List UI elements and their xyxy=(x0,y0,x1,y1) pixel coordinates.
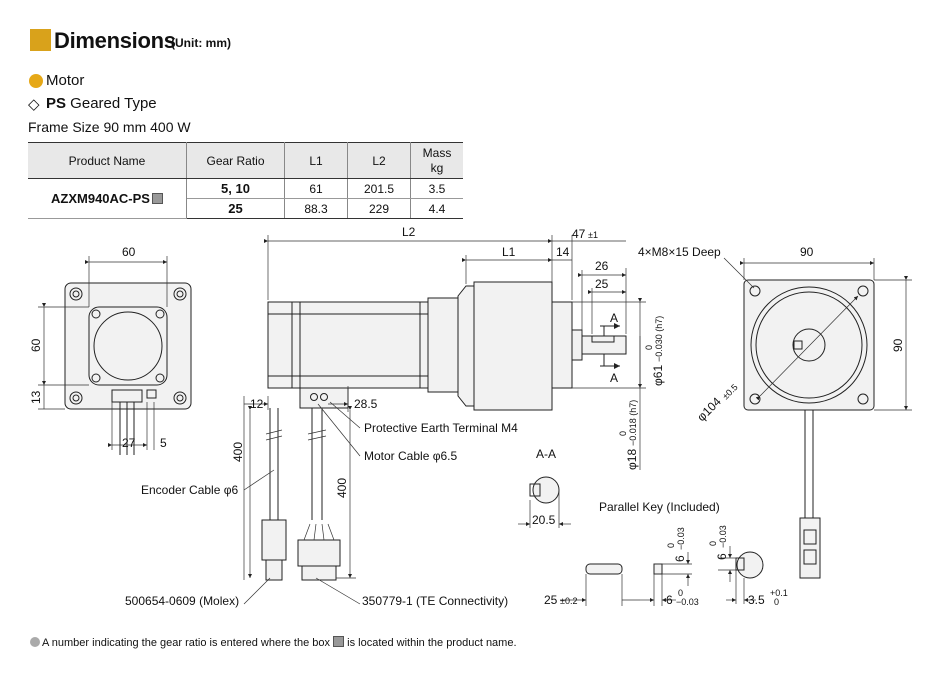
page-title: Dimensions xyxy=(54,28,176,53)
motor-label: Motor xyxy=(46,72,85,89)
pe-terminal-label: Protective Earth Terminal M4 xyxy=(364,421,518,435)
dim-key-3-5-tol-bot: 0 xyxy=(774,597,779,607)
dim-phi18-tol: −0.018 (h7) xyxy=(628,400,638,446)
table-row: 25 88.3 229 4.4 xyxy=(28,198,463,219)
unit-label: (Unit: mm) xyxy=(171,36,231,50)
flange-holes-label: 4×M8×15 Deep xyxy=(638,245,721,259)
section-aa xyxy=(518,476,571,528)
dim-14: 14 xyxy=(556,245,570,259)
motor-cable-label: Motor Cable φ6.5 xyxy=(364,449,457,463)
connector-te-label: 350779-1 (TE Connectivity) xyxy=(362,594,508,608)
motor-bullet-icon xyxy=(29,74,43,88)
dim-phi18-tol-top: 0 xyxy=(618,431,628,436)
dim-key-6b: 6 xyxy=(666,593,673,607)
diamond-icon: ◇ xyxy=(28,96,40,113)
dim-l1: L1 xyxy=(502,245,516,259)
dim-phi104: φ104 xyxy=(694,394,724,424)
dim-front-width: 60 xyxy=(122,245,136,259)
gear-ratio-cell: 25 xyxy=(186,198,285,219)
dim-front-5: 5 xyxy=(160,436,167,450)
dim-aa-20-5: 20.5 xyxy=(532,513,556,527)
dim-phi61: φ61 xyxy=(651,365,665,386)
side-view xyxy=(261,281,627,581)
dim-phi61-tol-top: 0 xyxy=(644,345,654,350)
header-accent-square xyxy=(30,29,51,51)
dim-key-25-tol: ±0.2 xyxy=(560,596,577,606)
section-a-bottom: A xyxy=(610,371,618,385)
gear-ratio-box-icon xyxy=(151,193,163,204)
dim-key-3-5-tol-top: +0.1 xyxy=(770,588,788,598)
dim-key-25: 25 xyxy=(544,593,558,607)
col-header: Mass kg xyxy=(410,142,463,179)
mass-cell: 4.4 xyxy=(410,198,463,219)
gear-ratio-box-icon xyxy=(333,636,345,647)
col-header: Product Name xyxy=(28,142,187,179)
col-header: L2 xyxy=(347,142,411,179)
type-bold: PS xyxy=(46,95,67,112)
col-header: L1 xyxy=(284,142,348,179)
frame-size-label: Frame Size 90 mm 400 W xyxy=(28,119,191,135)
dim-front-27: 27 xyxy=(122,436,136,450)
dim-phi104-tol: ±0.5 xyxy=(720,382,739,401)
dim-key-6c-tol-bot: −0.03 xyxy=(718,525,728,548)
front-view xyxy=(38,256,192,455)
dim-flange-height: 90 xyxy=(891,338,905,352)
dim-key-6b-tol-bot: −0.03 xyxy=(676,597,699,607)
l1-cell: 88.3 xyxy=(284,198,348,219)
product-name-cell: AZXM940AC-PS xyxy=(28,178,187,219)
l2-cell: 201.5 xyxy=(347,178,411,199)
product-name: AZXM940AC-PS xyxy=(51,191,150,206)
dim-flange-width: 90 xyxy=(800,245,814,259)
dim-l2: L2 xyxy=(402,225,416,239)
dim-key-6a-tol-top: 0 xyxy=(666,543,676,548)
dim-400-motor: 400 xyxy=(335,478,349,498)
dim-key-6a: 6 xyxy=(673,555,687,562)
parallel-key-title: Parallel Key (Included) xyxy=(599,500,720,514)
dim-key-6b-tol-top: 0 xyxy=(678,588,683,598)
table-header-row: Product Name Gear Ratio L1 L2 Mass kg xyxy=(28,142,463,179)
dim-phi61-tol: −0.030 (h7) xyxy=(654,316,664,362)
flange-view xyxy=(743,279,875,579)
section-a-top: A xyxy=(610,311,618,325)
footnote-bullet-icon xyxy=(30,637,40,647)
footnote-after: is located within the product name. xyxy=(347,637,517,649)
footnote-before: A number indicating the gear ratio is en… xyxy=(42,637,331,649)
type-rest: Geared Type xyxy=(66,95,157,112)
l2-cell: 229 xyxy=(347,198,411,219)
mass-cell: 3.5 xyxy=(410,178,463,199)
col-header: Gear Ratio xyxy=(186,142,285,179)
dim-12: 12 xyxy=(250,397,264,411)
dim-phi18: φ18 xyxy=(625,449,639,470)
dim-key-6c: 6 xyxy=(715,553,729,560)
section-aa-title: A-A xyxy=(536,447,556,461)
dim-front-height: 60 xyxy=(29,338,43,352)
dim-26: 26 xyxy=(595,259,609,273)
dim-47-tol: ±1 xyxy=(588,230,598,240)
encoder-cable-label: Encoder Cable φ6 xyxy=(141,483,238,497)
dim-25: 25 xyxy=(595,277,609,291)
spec-table: Product Name Gear Ratio L1 L2 Mass kg AZ… xyxy=(28,142,463,219)
parallel-key xyxy=(560,546,764,606)
footnote: A number indicating the gear ratio is en… xyxy=(30,636,517,649)
dim-key-3-5: 3.5 xyxy=(748,593,765,607)
dim-47: 47 xyxy=(572,227,586,241)
dim-28-5: 28.5 xyxy=(354,397,378,411)
dim-key-6a-tol-bot: −0.03 xyxy=(676,527,686,550)
connector-molex-label: 500654-0609 (Molex) xyxy=(125,594,239,608)
dim-key-6c-tol-top: 0 xyxy=(708,541,718,546)
dim-front-13: 13 xyxy=(29,390,43,404)
type-label: PS Geared Type xyxy=(46,95,157,112)
table-row: AZXM940AC-PS 5, 10 61 201.5 3.5 xyxy=(28,178,463,219)
dim-400-encoder: 400 xyxy=(231,442,245,462)
